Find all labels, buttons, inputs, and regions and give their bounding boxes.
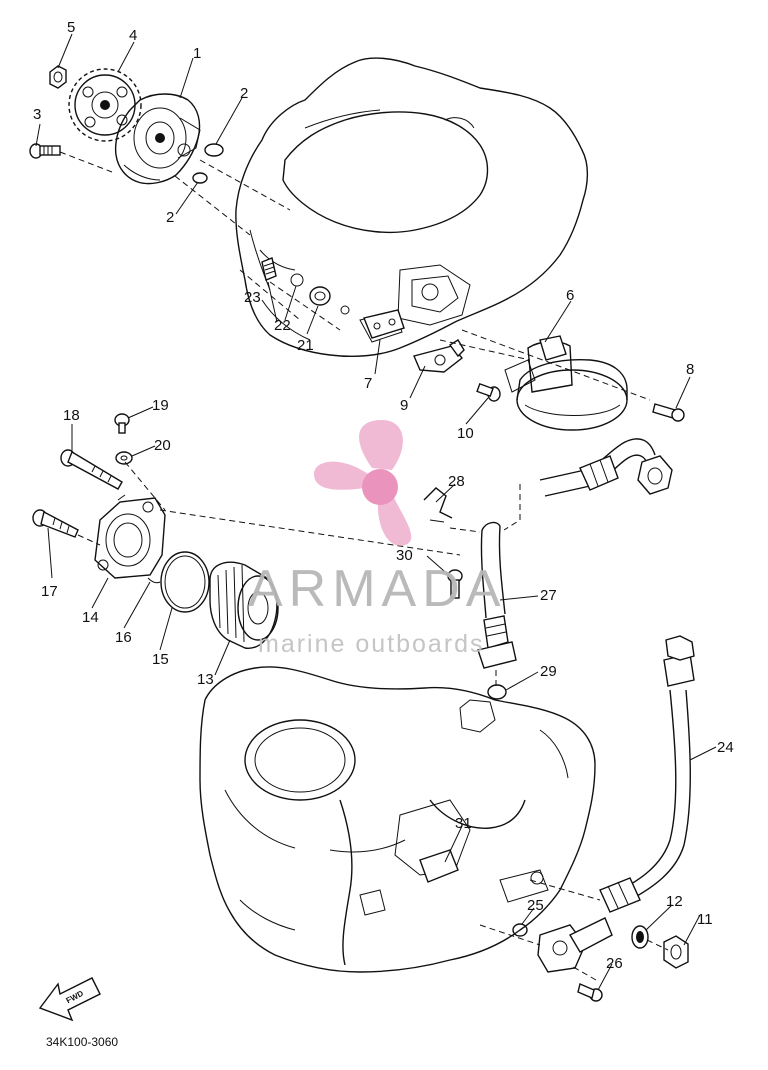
oil-strainer [504,335,628,431]
part-label: 23 [244,289,261,306]
o-ring-25 [512,923,528,937]
part-label: 3 [33,106,41,123]
part-label: 15 [152,651,169,668]
filter-o-rings [147,551,210,613]
logo-blade-top [359,420,403,470]
drive-gear [68,68,142,142]
part-label: 20 [154,437,171,454]
gear-nut [49,65,67,89]
lower-crankcase [199,666,596,973]
part-label: 14 [82,609,99,626]
part-label: 2 [240,85,248,102]
diagram-code: 34K100-3060 [46,1035,118,1049]
bolt-26 [577,983,603,1002]
part-label: 21 [297,337,314,354]
bracket [363,309,405,339]
part-label: 5 [67,19,75,36]
part-label: 22 [274,317,291,334]
part-label: 2 [166,209,174,226]
part-label: 9 [400,397,408,414]
o-rings [192,143,224,184]
bolt-10 [476,382,501,402]
part-label: 30 [396,547,413,564]
dowel-parts [261,257,331,306]
oil-pipe-upper [539,438,673,497]
watermark-subtitle: marine outboards [258,630,485,658]
bolt-18 [60,449,123,490]
bolt-19 [114,413,130,434]
filter-cover [94,494,166,579]
part-label: 28 [448,473,465,490]
watermark-title: ARMADA [248,560,506,618]
part-label: 7 [364,375,372,392]
oil-pipe-27 [480,521,506,619]
crankcase-cover [235,57,589,357]
oil-hose-24 [599,635,695,913]
part-label: 6 [566,287,574,304]
part-label: 29 [540,663,557,680]
plug-11 [663,935,689,969]
screw-30 [447,569,463,599]
plate [413,339,465,373]
leader-lines [35,33,717,991]
part-label: 19 [152,397,169,414]
part-label: 18 [63,407,80,424]
assembly-lines [59,151,669,981]
union-fittings [477,615,517,700]
oil-filter-element [209,561,279,649]
logo-blade-left [313,461,368,490]
pump-screw [29,143,61,159]
fwd-arrow: FWD [38,977,101,1022]
logo-hub [362,469,398,505]
part-label: 11 [697,911,713,928]
bolt-8 [652,403,685,422]
part-label: 16 [115,629,132,646]
oil-pump-assembly [114,93,201,185]
part-labels: 1 2 2 3 4 5 6 7 8 9 10 11 12 13 14 15 16… [33,19,734,972]
clip-28 [423,487,453,523]
part-label: 12 [666,893,683,910]
part-label: 31 [455,815,472,832]
part-label: 24 [717,739,734,756]
logo-blade-right [377,494,412,546]
part-label: 10 [457,425,474,442]
part-label: 17 [41,583,58,600]
part-label: 4 [129,27,137,44]
watermark: ARMADA marine outboards [248,420,506,658]
part-label: 26 [606,955,623,972]
part-label: 8 [686,361,694,378]
part-label: 1 [193,45,201,62]
hose-end-fitting [537,917,613,973]
part-label: 25 [527,897,544,914]
washer-20 [115,451,133,465]
propeller-logo [313,420,412,546]
bolt-17 [32,509,79,538]
part-label: 13 [197,671,214,688]
part-label: 27 [540,587,557,604]
washer-12 [631,925,649,949]
